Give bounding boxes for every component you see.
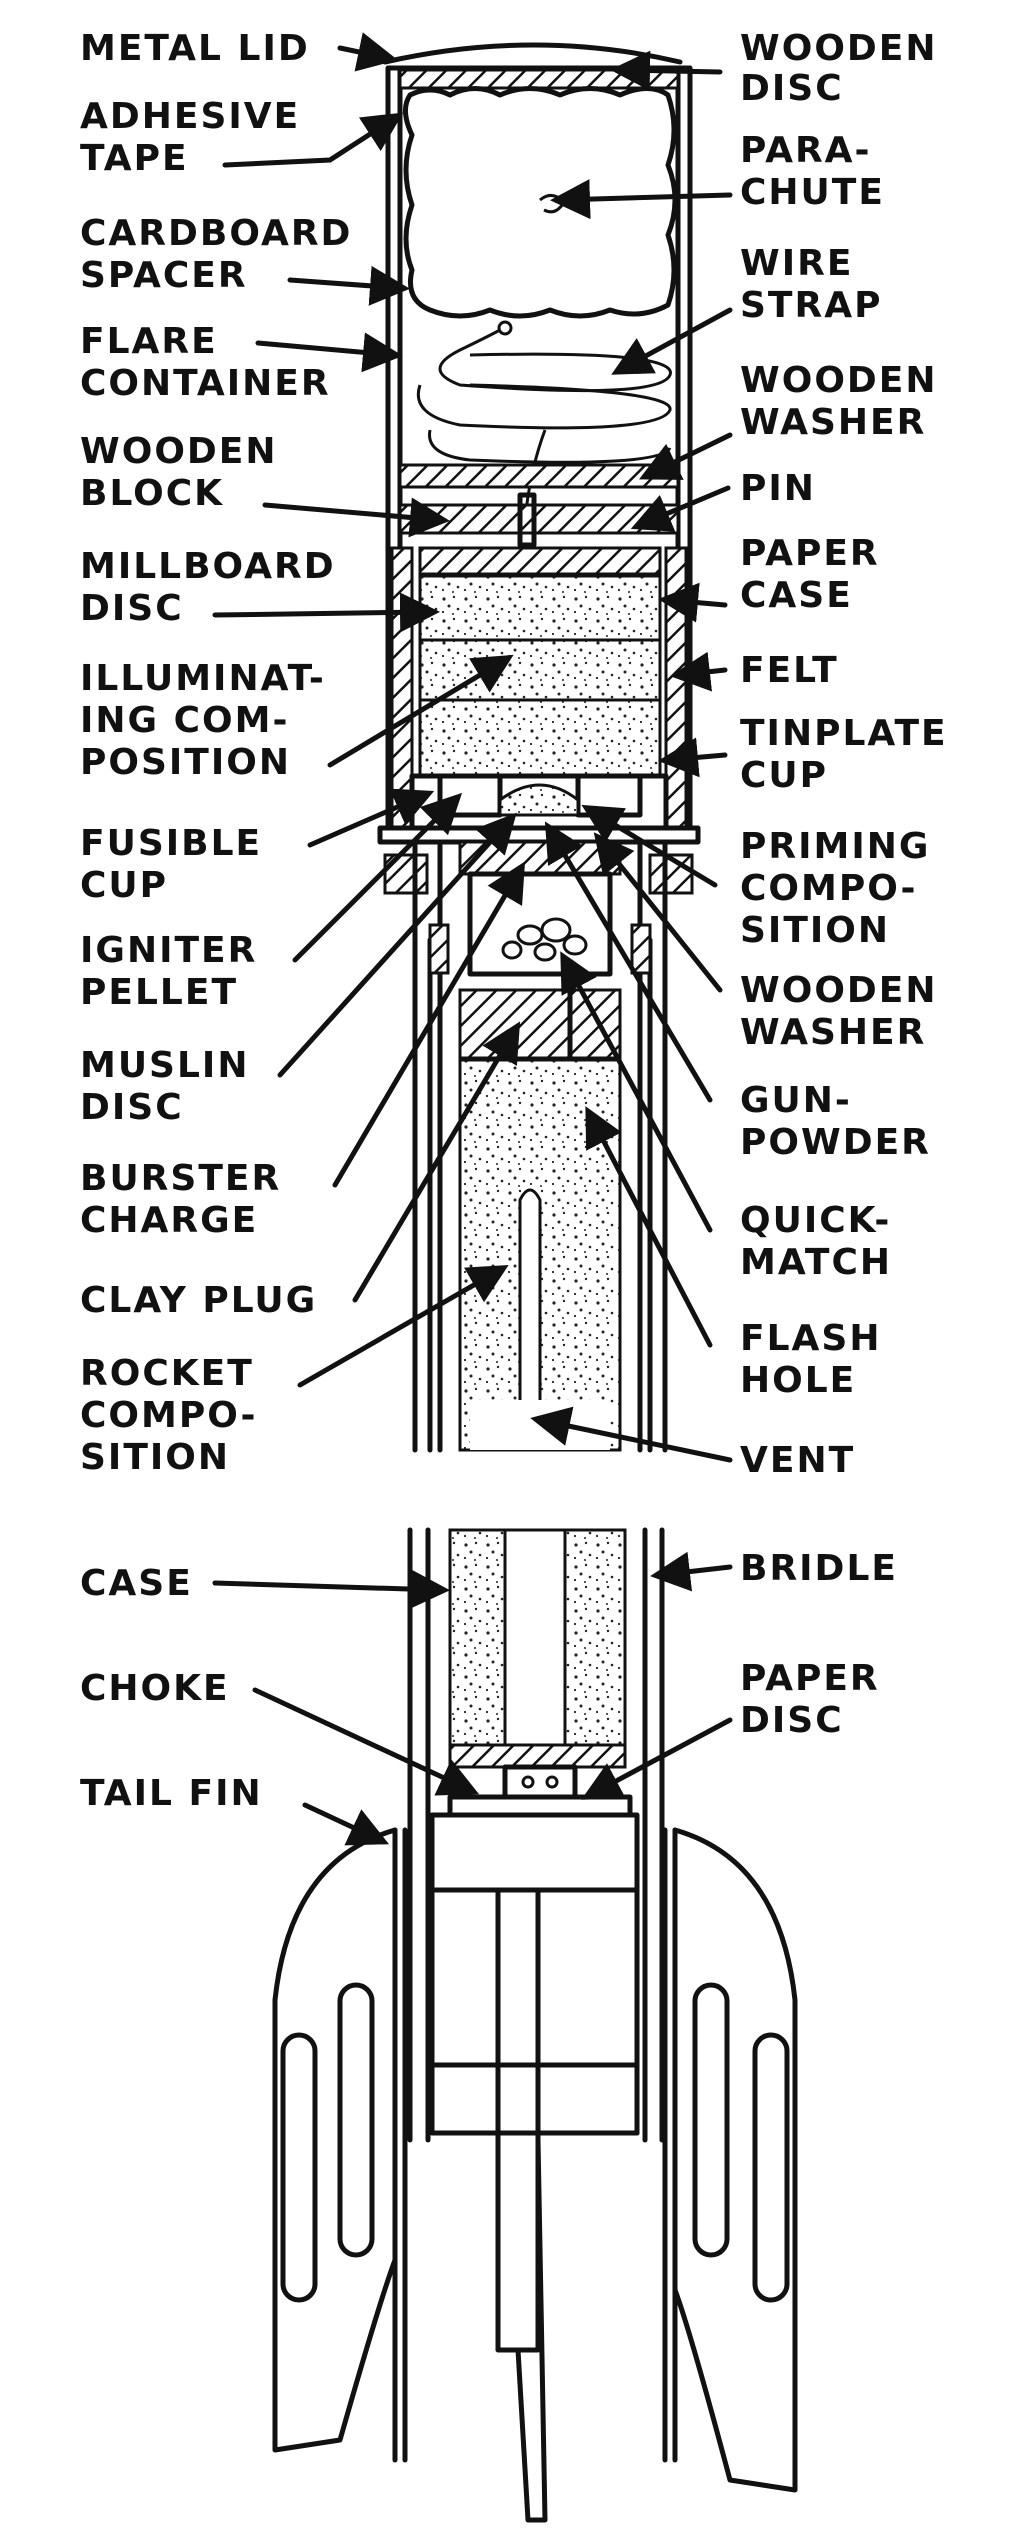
label-priming-composition: PRIMING COMPO- SITION	[740, 826, 945, 951]
arrow-quickmatch	[560, 951, 713, 1233]
parachute-shape	[403, 86, 678, 319]
arrow-adhesive-tape	[222, 112, 404, 168]
arrow-parachute	[550, 179, 733, 220]
label-clay-plug: CLAY PLUG	[80, 1280, 317, 1321]
arrow-wooden-disc	[610, 50, 723, 91]
paper-disc-shape	[502, 1764, 578, 1800]
tail-frame	[429, 1812, 640, 2136]
label-burster-charge: BURSTER CHARGE	[80, 1158, 296, 1241]
label-pin: PIN	[740, 468, 816, 509]
arrow-tinplate-cup	[658, 737, 728, 778]
lower-vent-bore	[503, 1528, 567, 1767]
label-parachute: PARA- CHUTE	[740, 130, 886, 213]
burster-compartment	[467, 871, 613, 977]
label-flash-hole: FLASH HOLE	[740, 1318, 896, 1401]
label-gunpowder: GUN- POWDER	[740, 1080, 931, 1163]
arrow-metal-lid	[337, 32, 398, 72]
tail-section-drawing	[272, 1527, 798, 2523]
arrow-pin	[630, 485, 731, 532]
arrow-clay-plug	[352, 1021, 521, 1303]
label-quickmatch: QUICK- MATCH	[740, 1200, 906, 1283]
label-cardboard-spacer: CARDBOARD SPACER	[80, 213, 367, 296]
label-metal-lid: METAL LID	[80, 28, 310, 69]
wooden-washer-top-shape	[398, 463, 680, 489]
arrow-flare-container	[255, 332, 403, 373]
arrow-rocket-composition	[297, 1265, 509, 1388]
arrow-fusible-cup	[307, 788, 435, 848]
rocket-vent-bore	[518, 1188, 542, 1452]
label-wooden-washer-mid: WOODEN WASHER	[740, 970, 952, 1053]
label-wooden-washer-top: WOODEN WASHER	[740, 360, 952, 443]
arrow-paper-disc	[581, 1717, 733, 1800]
arrow-muslin-disc	[277, 812, 517, 1078]
priming-composition-shape	[498, 783, 580, 817]
illuminating-composition-shape	[418, 574, 662, 778]
label-tail-fin: TAIL FIN	[80, 1773, 263, 1814]
pin-shape	[517, 492, 537, 548]
label-wooden-disc: WOODEN DISC	[740, 28, 952, 109]
leader-arrows	[212, 32, 733, 1846]
arrow-wooden-washer-top	[639, 432, 733, 480]
burster-charge-shape	[501, 917, 588, 962]
arrow-felt	[670, 651, 728, 692]
label-felt: FELT	[740, 650, 839, 691]
labels-left: METAL LID ADHESIVE TAPE CARDBOARD SPACER…	[80, 28, 367, 1814]
arrow-wooden-block	[262, 497, 450, 538]
arrow-burster-charge	[332, 861, 526, 1188]
arrow-gunpowder	[544, 821, 713, 1103]
arrow-wire-strap	[611, 307, 733, 375]
label-adhesive-tape: ADHESIVE TAPE	[80, 96, 315, 179]
arrow-vent	[530, 1406, 733, 1463]
arrow-tail-fin	[302, 1802, 390, 1846]
arrow-wooden-washer-mid	[593, 832, 723, 993]
label-wooden-block: WOODEN BLOCK	[80, 431, 292, 514]
arrow-millboard-disc	[212, 592, 440, 633]
arrow-case	[212, 1569, 450, 1610]
millboard-disc-shape	[418, 546, 662, 576]
arrow-cardboard-spacer	[287, 265, 410, 306]
metal-lid-shape	[382, 42, 683, 65]
label-paper-disc: PAPER DISC	[740, 1658, 894, 1741]
clay-plug-shape	[458, 988, 622, 1060]
arrow-igniter-pellet	[292, 792, 463, 963]
arrow-flash-hole	[585, 1106, 713, 1348]
paper-case-right-shape	[664, 546, 688, 830]
arrow-choke	[252, 1687, 480, 1796]
label-flare-container: FLARE CONTAINER	[80, 321, 331, 404]
arrow-priming-composition	[581, 804, 718, 888]
arrow-bridle	[650, 1551, 733, 1592]
vent-shape	[470, 1400, 610, 1450]
tail-fin-right-shape	[672, 1827, 798, 2493]
label-paper-case: PAPER CASE	[740, 533, 894, 616]
label-case: CASE	[80, 1563, 193, 1604]
label-muslin-disc: MUSLIN DISC	[80, 1045, 264, 1128]
label-rocket-composition: ROCKET COMPO- SITION	[80, 1353, 272, 1478]
label-choke: CHOKE	[80, 1668, 230, 1709]
rocket-body-drawing	[377, 825, 701, 1453]
label-fusible-cup: FUSIBLE CUP	[80, 823, 277, 906]
tail-stick	[495, 1887, 541, 2353]
label-tinplate-cup: TINPLATE CUP	[740, 713, 962, 796]
choke-shape	[448, 1743, 627, 1769]
label-wire-strap: WIRE STRAP	[740, 243, 882, 326]
label-illuminating-composition: ILLUMINAT- ING COM- POSITION	[80, 658, 340, 783]
labels-right: WOODEN DISC PARA- CHUTE WIRE STRAP WOODE…	[740, 28, 962, 1741]
label-igniter-pellet: IGNITER PELLET	[80, 930, 272, 1013]
tail-fin-left-shape	[272, 1827, 398, 2453]
arrow-illuminating-composition	[327, 654, 514, 768]
label-vent: VENT	[740, 1440, 855, 1481]
label-millboard-disc: MILLBOARD DISC	[80, 546, 350, 629]
arrow-paper-case	[658, 582, 728, 623]
wire-strap-shape	[417, 320, 672, 521]
flare-head-drawing	[382, 42, 693, 831]
label-bridle: BRIDLE	[740, 1548, 898, 1589]
paper-case-left-shape	[390, 546, 414, 830]
